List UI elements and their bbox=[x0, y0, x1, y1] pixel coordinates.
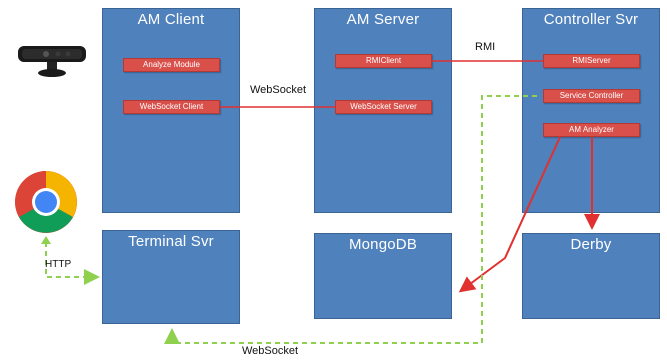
am-analyzer-module: AM Analyzer bbox=[543, 123, 640, 137]
rmi-server-module: RMIServer bbox=[543, 54, 640, 68]
controller-svr-title: Controller Svr bbox=[543, 11, 639, 28]
websocket-server-module: WebSocket Server bbox=[335, 100, 432, 114]
websocket-bottom-label: WebSocket bbox=[242, 345, 299, 357]
mongodb-title: MongoDB bbox=[348, 236, 418, 253]
analyzer-to-mongodb-arrow bbox=[458, 136, 561, 293]
websocket-client-module: WebSocket Client bbox=[123, 100, 220, 114]
websocket-top-label: WebSocket bbox=[250, 84, 307, 96]
am-client-title: AM Client bbox=[137, 11, 205, 28]
rmi-label: RMI bbox=[475, 41, 496, 53]
rmi-client-module: RMIClient bbox=[335, 54, 432, 68]
chrome-to-terminal-link bbox=[45, 242, 100, 285]
kinect-sensor-icon bbox=[18, 46, 86, 77]
derby-title: Derby bbox=[570, 236, 612, 253]
analyze-module: Analyze Module bbox=[123, 58, 220, 72]
derby-box: Derby bbox=[522, 233, 660, 319]
mongodb-box: MongoDB bbox=[314, 233, 452, 319]
chrome-browser-icon bbox=[15, 171, 77, 233]
http-label: HTTP bbox=[45, 259, 72, 270]
terminal-svr-box: Terminal Svr bbox=[102, 230, 240, 324]
controller-svr-box: Controller Svr bbox=[522, 8, 660, 213]
service-controller-module: Service Controller bbox=[543, 89, 640, 103]
service-controller-to-terminal-link bbox=[164, 95, 537, 344]
terminal-svr-title: Terminal Svr bbox=[128, 233, 214, 250]
am-server-title: AM Server bbox=[346, 11, 420, 28]
chrome-arrowhead bbox=[41, 236, 51, 244]
